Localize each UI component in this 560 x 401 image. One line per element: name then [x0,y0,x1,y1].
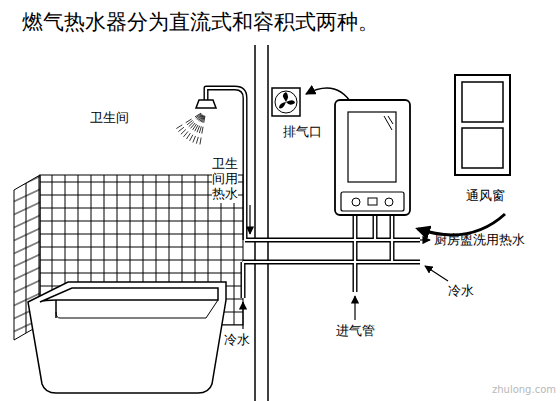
window [455,75,510,175]
spray-stroke [190,135,193,141]
spray-stroke [199,126,201,133]
spray-stroke [196,137,198,144]
spray-stroke [198,115,202,120]
watermark: zhulong.com [492,384,556,396]
shower-spray [176,113,205,144]
spray-stroke [184,131,188,136]
gas-water-heater [335,100,410,215]
air-flow-arrow [418,214,505,235]
shower-head [196,100,216,108]
spray-stroke [195,113,201,117]
pipe-label: 卫生间用热水 [212,156,238,203]
spray-stroke [196,114,202,118]
bathtub [28,282,226,393]
pipe-label: 冷水 [224,332,250,348]
flow-arrows [243,205,448,329]
wall [255,45,268,401]
pipe-label: 厨房盥洗用热水 [434,232,525,248]
room-label: 卫生间 [90,110,129,126]
part-label: 通风窗 [466,188,505,204]
spray-stroke [186,119,192,123]
spray-stroke [200,138,201,145]
spray-stroke [202,127,203,134]
spray-stroke [186,133,190,139]
part-label: 排气口 [283,124,322,140]
pipe-label: 进气管 [336,323,375,339]
title: 燃气热水器分为直流式和容积式两种。 [22,8,379,36]
pipes [206,88,420,298]
spray-stroke [178,127,184,131]
spray-stroke [197,114,202,119]
spray-stroke [181,129,186,134]
exhaust-fan [272,88,300,116]
pipe-label: 冷水 [448,283,474,299]
spray-stroke [193,136,196,142]
spray-stroke [176,125,182,129]
